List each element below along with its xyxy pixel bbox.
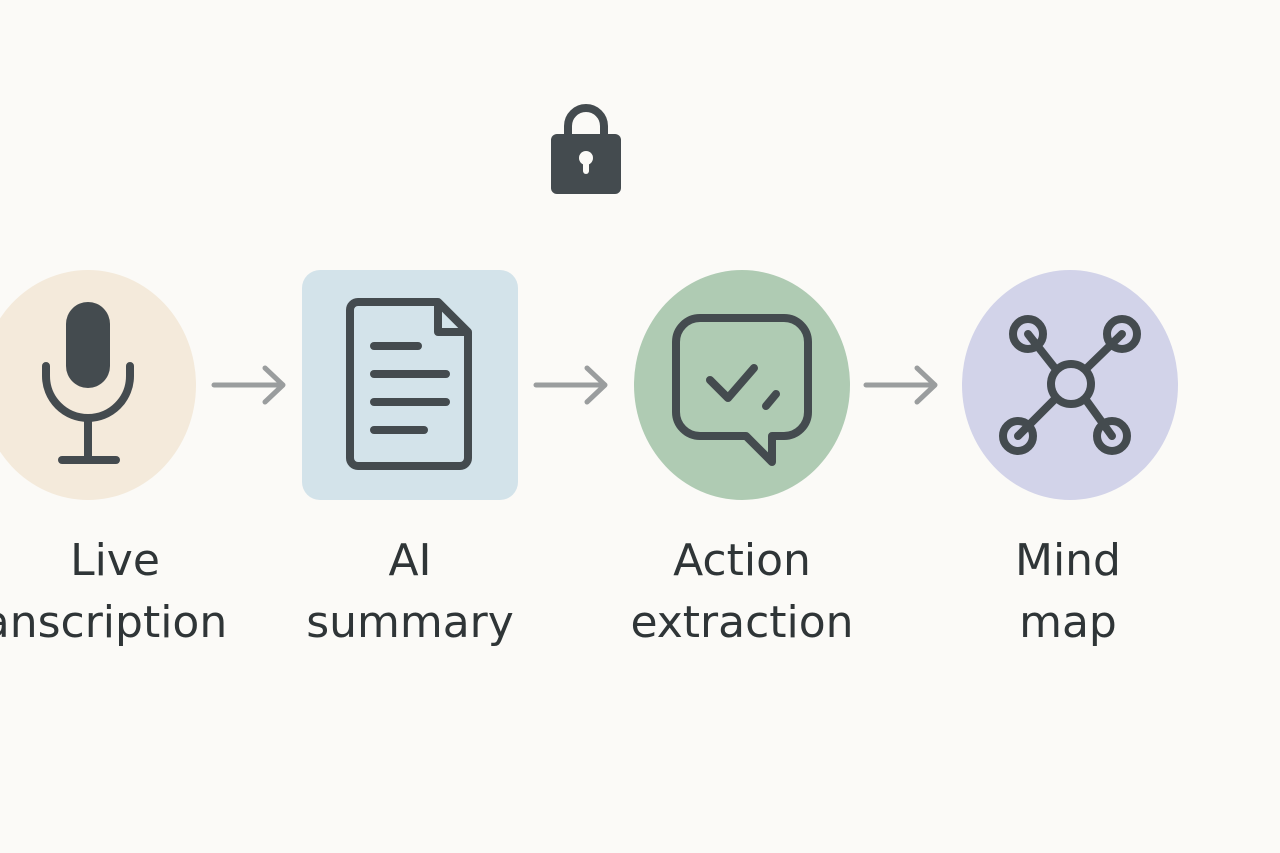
label-line-2: summary bbox=[306, 597, 514, 648]
step-mind-map-background bbox=[962, 270, 1178, 500]
microphone-icon bbox=[42, 302, 134, 464]
label-line-1: Action bbox=[673, 535, 811, 586]
label-line-2: anscription bbox=[0, 597, 228, 648]
flow-arrow bbox=[863, 365, 938, 405]
lock-icon bbox=[551, 104, 621, 194]
step-label-ai-summary: AI summary bbox=[285, 530, 535, 654]
label-line-1: Mind bbox=[1014, 535, 1121, 586]
chat-check-icon bbox=[672, 314, 812, 466]
flow-arrow bbox=[211, 365, 286, 405]
flow-arrow bbox=[533, 365, 608, 405]
label-line-1: AI bbox=[388, 535, 432, 586]
document-icon bbox=[346, 298, 472, 470]
step-label-mind-map: Mind map bbox=[943, 530, 1193, 654]
network-icon bbox=[999, 315, 1141, 455]
label-line-2: extraction bbox=[630, 597, 854, 648]
step-label-live-transcription: Live anscription bbox=[0, 530, 240, 654]
step-ai-summary-background bbox=[302, 270, 518, 500]
step-label-action-extraction: Action extraction bbox=[612, 530, 872, 654]
label-line-1: Live bbox=[70, 535, 160, 586]
label-line-2: map bbox=[1019, 597, 1117, 648]
